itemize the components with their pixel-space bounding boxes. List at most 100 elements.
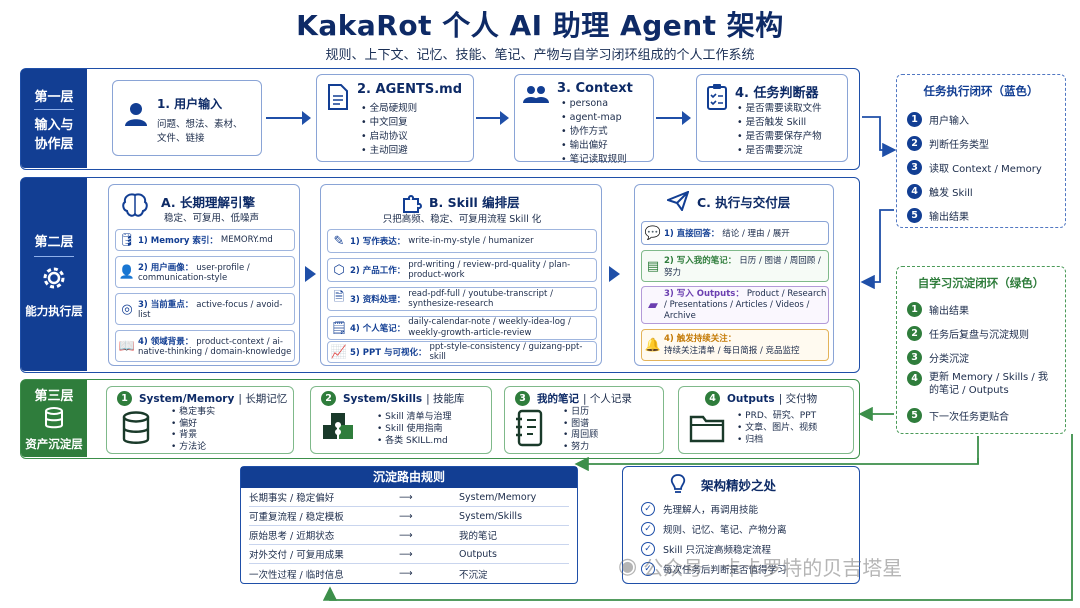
check-icon: ✓	[641, 502, 655, 516]
list-item: PRD、研究、PPT	[737, 410, 817, 422]
step-number: 2	[321, 391, 336, 406]
file-icon: 🗎	[333, 290, 345, 305]
layer1-tag-line2: 输入与	[34, 117, 74, 133]
list-item: 稳定事实	[171, 407, 215, 419]
highlights-title: 架构精妙之处	[701, 478, 777, 493]
list-item: 是否触发 Skill	[737, 116, 822, 130]
list-item: 背景	[171, 430, 215, 442]
card-context: 3. Context persona agent-map 协作方式 输出偏好 笔…	[514, 74, 654, 165]
layer3-tag-line1: 第三层	[34, 389, 74, 404]
routing-row: 对外交付 / 可复用成果⟶Outputs	[249, 545, 569, 564]
card-title: System/Skills	[343, 392, 423, 405]
card-tail: | 交付物	[778, 393, 818, 405]
list-item: Skill 使用指南	[377, 423, 451, 435]
layer3-tag: 第三层 资产沉淀层	[21, 380, 87, 457]
list-item: 文章、图片、视频	[737, 422, 817, 434]
routing-row: 可重复流程 / 稳定模板⟶System/Skills	[249, 507, 569, 526]
arrowhead-icon	[500, 111, 509, 125]
card-tail: | 个人记录	[583, 393, 632, 405]
card-title: 1. 用户输入	[157, 97, 223, 111]
folder-icon	[689, 413, 725, 447]
card-execution-delivery: C. 执行与交付层 💬1) 直接回答：结论 / 理由 / 展开 ▤2) 写入我的…	[634, 184, 834, 366]
lightbulb-icon	[669, 473, 687, 499]
sub-write-notes: ▤2) 写入我的笔记：日历 / 图谱 / 周回顾 / 努力	[641, 250, 829, 282]
list-item: 启动协议	[361, 130, 417, 144]
chart-icon: 📈	[330, 344, 348, 360]
card-system-memory: 1 System/Memory | 长期记忆 稳定事实 偏好 背景 方法论	[106, 386, 294, 454]
list-item: 图谱	[563, 419, 598, 431]
list-item: 日历	[563, 407, 598, 419]
list-item: persona	[561, 97, 627, 111]
layer1-tag-line3: 协作层	[34, 136, 74, 152]
database-icon	[121, 411, 151, 449]
routing-row: 一次性过程 / 临时信息⟶不沉淀	[249, 568, 488, 581]
card-desc: 只把高频、稳定、可复用流程 Skill 化	[382, 214, 542, 225]
puzzle-icon	[401, 192, 423, 218]
person-icon: 👤	[118, 264, 136, 280]
box-icon: ⬡	[333, 262, 345, 278]
sub-material: 🗎3) 资料处理：read-pdf-full / youtube-transcr…	[327, 287, 597, 311]
sub-direct-answer: 💬1) 直接回答：结论 / 理由 / 展开	[641, 221, 829, 245]
sub-personal-notes: 🗒4) 个人笔记：daily-calendar-note / weekly-id…	[327, 316, 597, 340]
sub-user-profile: 👤2) 用户画像：user-profile / communication-st…	[115, 256, 295, 288]
folder-icon: ▰	[648, 297, 658, 313]
routing-row: 原始思考 / 近期状态⟶我的笔记	[249, 526, 569, 545]
arrowhead-icon	[305, 266, 316, 282]
list-item: 主动回避	[361, 144, 417, 158]
book-icon: 📖	[118, 338, 136, 354]
card-title: 4. 任务判断器	[735, 86, 819, 101]
brain-icon	[121, 192, 149, 222]
layer1-box: 第一层 输入与 协作层	[20, 68, 860, 170]
notebook-icon	[515, 409, 543, 451]
layer1-tag: 第一层 输入与 协作层	[21, 69, 87, 168]
highlight-item: ✓先理解人，再调用技能	[641, 499, 787, 519]
list-item: 周回顾	[563, 430, 598, 442]
card-title: System/Memory	[139, 392, 235, 405]
layer1-tag-line1: 第一层	[34, 89, 74, 105]
bell-icon: 🔔	[644, 337, 662, 353]
document-icon	[327, 83, 349, 115]
step-number: 3	[515, 391, 530, 406]
list-item: 协作方式	[561, 125, 627, 139]
user-icon	[123, 101, 149, 131]
arrowhead-icon	[682, 111, 691, 125]
list-item: 笔记读取规则	[561, 153, 627, 167]
list-item: 全局硬规则	[361, 102, 418, 116]
check-icon: ✓	[641, 522, 655, 536]
step-number: 1	[117, 391, 132, 406]
checklist-icon	[706, 83, 728, 115]
routing-table: 沉淀路由规则 长期事实 / 稳定偏好⟶System/Memory 可重复流程 /…	[240, 466, 578, 584]
highlight-item: ✓每次任务后判断是否值得学习	[641, 559, 787, 579]
card-system-skills: 2 System/Skills | 技能库 Skill 清单与治理 Skill …	[310, 386, 492, 454]
note-icon: 🗒	[330, 320, 348, 336]
list-item: 是否需要读取文件	[737, 102, 822, 116]
card-my-notes: 3 我的笔记 | 个人记录 日历 图谱 周回顾 努力	[504, 386, 664, 454]
sub-product-work: ⬡2) 产品工作：prd-writing / review-prd-qualit…	[327, 258, 597, 282]
loop-title: 任务执行闭环（蓝色）	[923, 84, 1039, 98]
database-icon	[44, 407, 64, 433]
wechat-icon: ◉	[618, 554, 638, 579]
puzzle-icon	[321, 411, 357, 449]
card-tail: | 技能库	[426, 393, 465, 405]
list-item: 各类 SKILL.md	[377, 435, 451, 447]
sub-ppt: 📈5) PPT 与可视化：ppt-style-consistency / gui…	[327, 341, 597, 363]
arrow-right	[266, 117, 308, 119]
highlight-item: ✓规则、记忆、笔记、产物分离	[641, 519, 787, 539]
pen-icon: ✎	[333, 233, 345, 249]
list-item: 是否需要沉淀	[737, 144, 822, 158]
layer2-box: 第二层 能力执行层	[20, 177, 860, 373]
arrowhead-icon	[302, 111, 311, 125]
card-skill-orchestration: B. Skill 编排层 只把高频、稳定、可复用流程 Skill 化 ✎1) 写…	[320, 184, 602, 366]
card-title: C. 执行与交付层	[697, 195, 791, 210]
sub-writing: ✎1) 写作表达：write-in-my-style / humanizer	[327, 229, 597, 253]
card-outputs: 4 Outputs | 交付物 PRD、研究、PPT 文章、图片、视频 归档	[678, 386, 854, 454]
card-title: A. 长期理解引擎	[161, 195, 256, 210]
